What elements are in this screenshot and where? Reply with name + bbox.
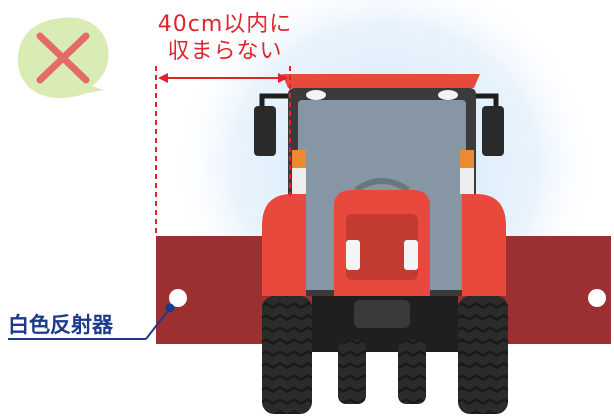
reflector-left [169,289,187,307]
reflector-dot-icon [165,303,175,313]
reflector-leader [8,303,175,340]
double-arrow-icon [158,73,288,83]
warning-text-line2: 収まらない [167,39,283,64]
reflector-label: 白色反射器 [8,313,113,337]
warning-text-line1: 40cm以内に [157,12,293,37]
tractor [254,74,508,414]
measurement-guides [155,66,291,236]
cross-mark-icon [17,17,109,98]
reflector-right [588,289,606,307]
